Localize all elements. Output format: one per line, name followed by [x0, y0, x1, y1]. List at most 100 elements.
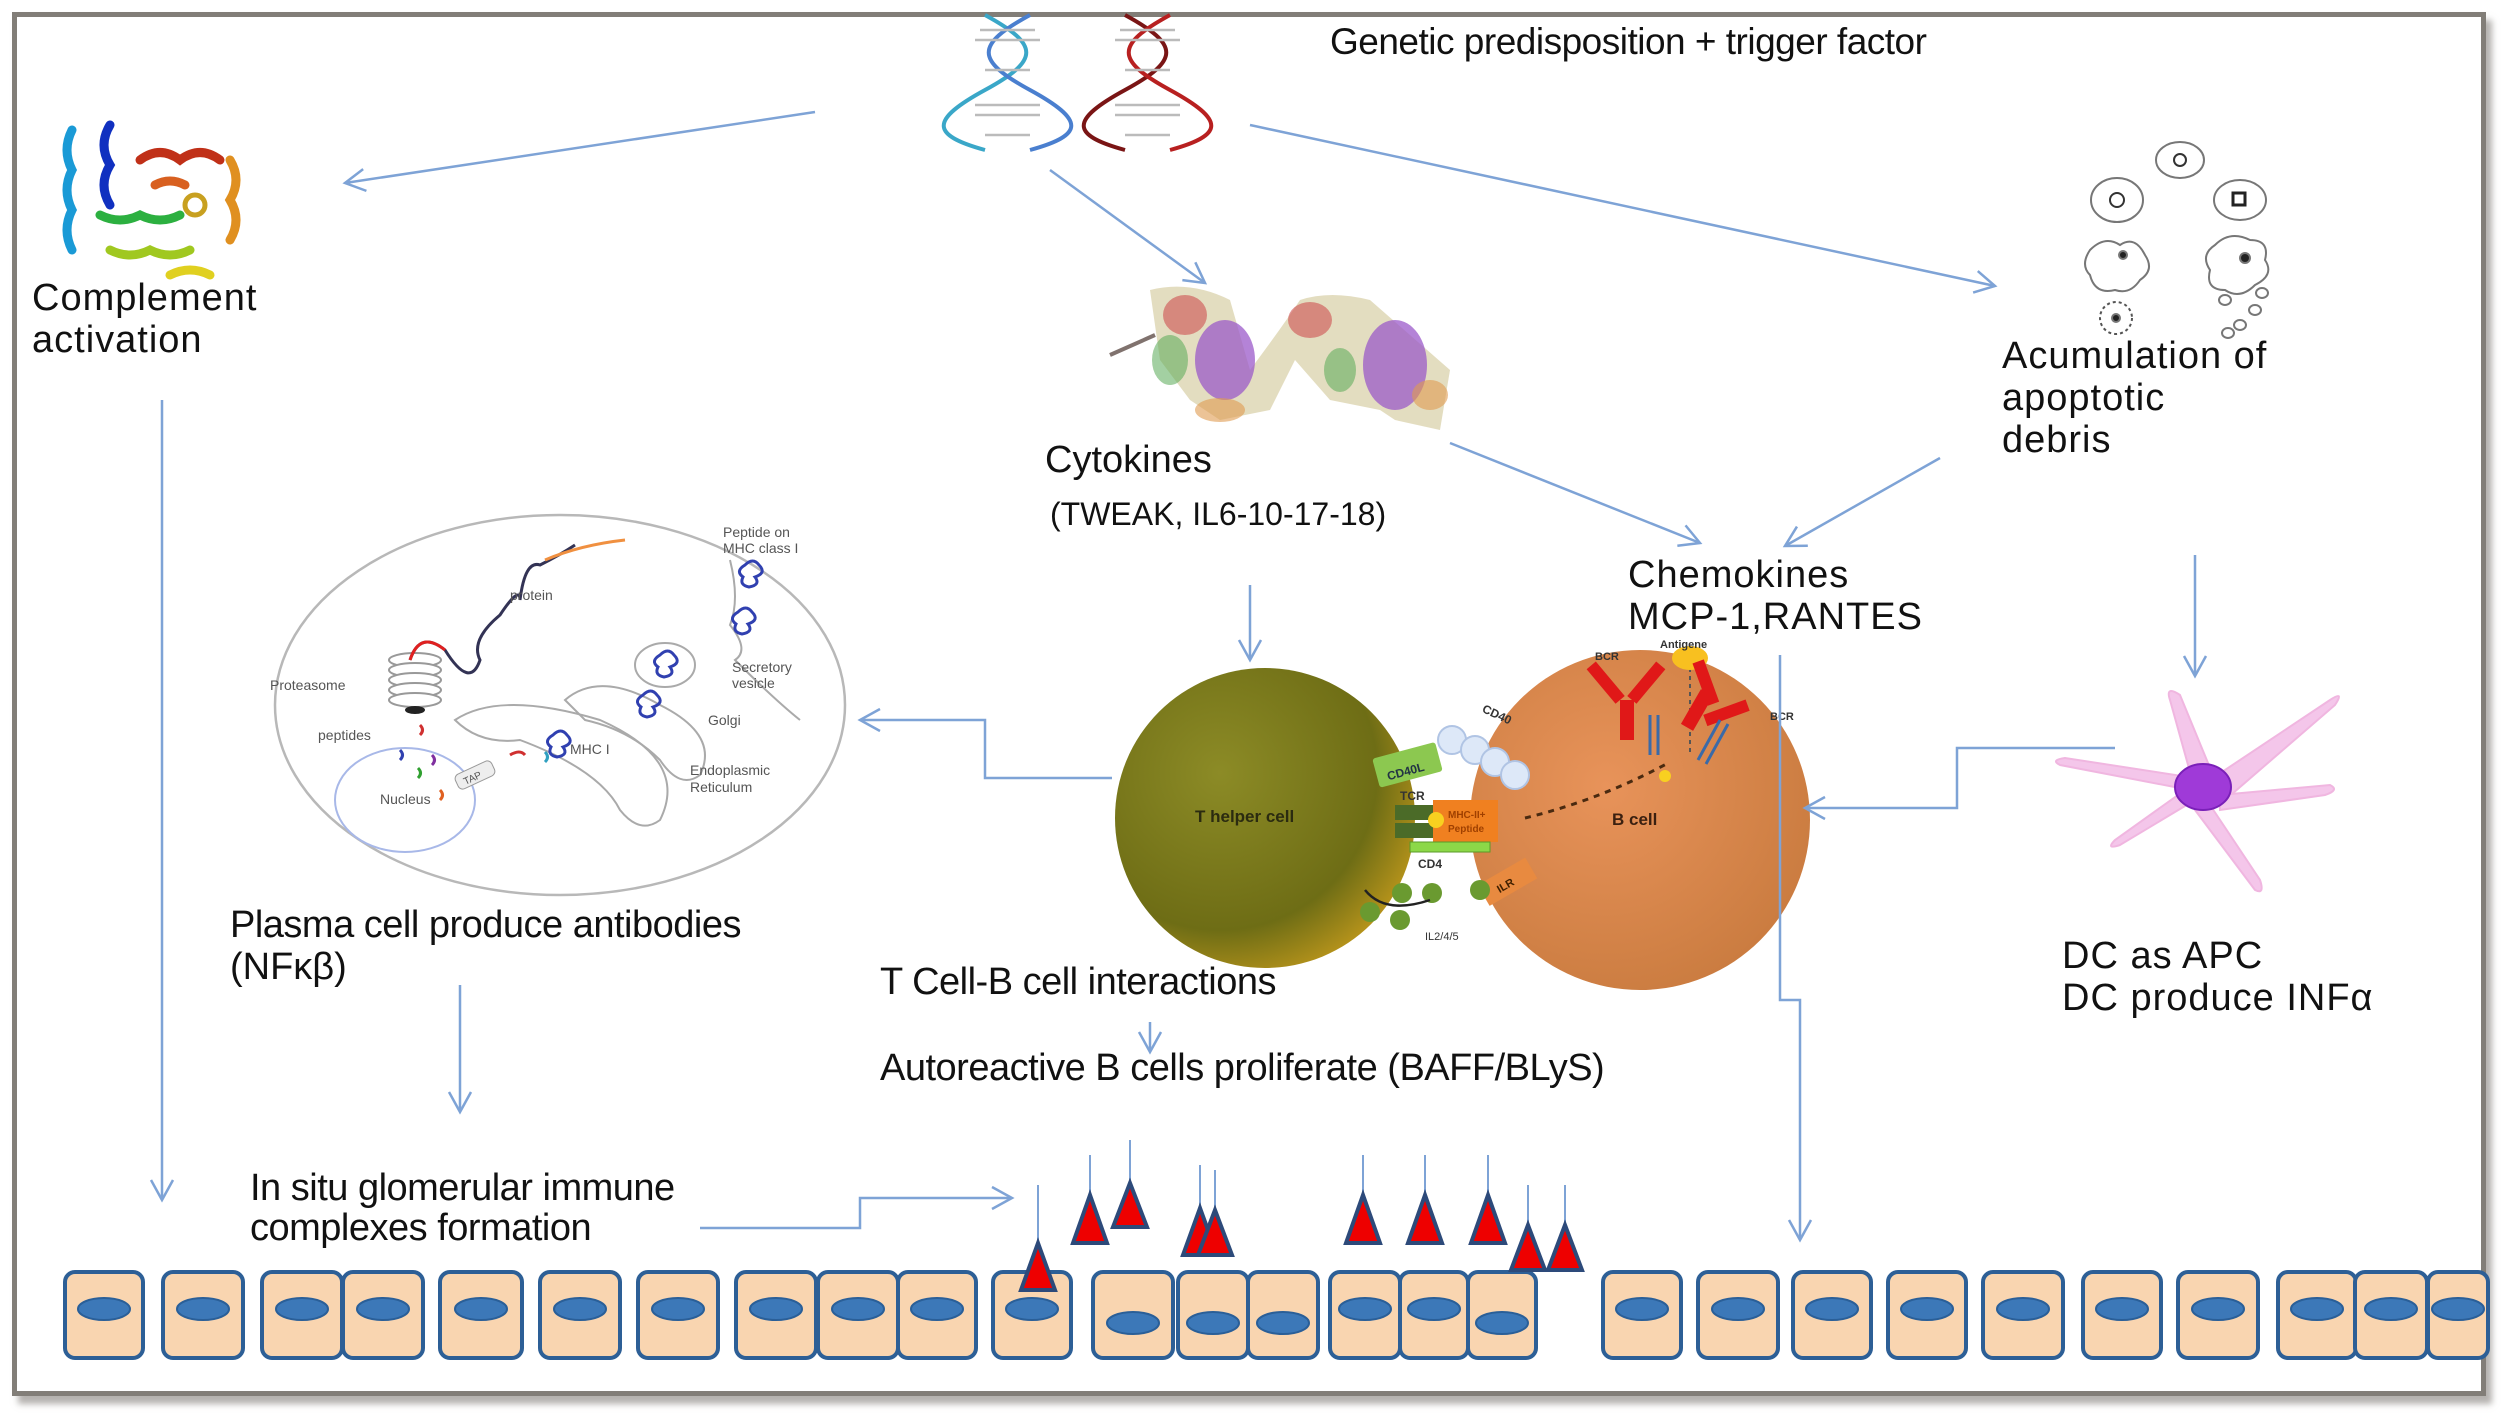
- cell-nucleus: [1338, 1297, 1392, 1321]
- immune-complex: [1508, 1219, 1548, 1272]
- b-cell-label: B cell: [1612, 810, 1657, 829]
- cell-nucleus: [2431, 1297, 2485, 1321]
- plasma-cell-diagram: [273, 513, 847, 897]
- cell-nucleus: [651, 1297, 705, 1321]
- arrow-apoptotic-to-chemokines: [1782, 456, 1941, 548]
- surface-mhc-label-1: Peptide on: [723, 524, 790, 540]
- dc-apc-label: DC as APC: [2062, 935, 2264, 977]
- apoptotic-label-1: Acumulation of: [2002, 335, 2268, 377]
- protein-label: protein: [510, 587, 553, 603]
- cell-nucleus: [1900, 1297, 1954, 1321]
- cell-nucleus: [2364, 1297, 2418, 1321]
- cell-nucleus: [749, 1297, 803, 1321]
- arrow-complexes-to-deposits: [700, 1185, 1015, 1230]
- dc-infa-label: DC produce INFα: [2062, 977, 2374, 1019]
- cytokines-list: (TWEAK, IL6-10-17-18): [1050, 496, 1387, 532]
- cell-nucleus: [910, 1297, 964, 1321]
- complement-label-2: activation: [32, 319, 203, 361]
- arrow-to-apoptotic: [1249, 123, 1998, 294]
- golgi-label: Golgi: [708, 712, 741, 728]
- cytokines-label: Cytokines: [1045, 439, 1212, 481]
- surface-mhc-label-2: MHC class I: [723, 540, 798, 556]
- arrow-to-cytokines: [1049, 168, 1208, 285]
- glomerular-epithelium: [63, 1270, 2490, 1360]
- cell-nucleus: [2290, 1297, 2344, 1321]
- tcr-label: TCR: [1400, 789, 1425, 803]
- mhc-label-1: MHC-II+: [1448, 810, 1486, 821]
- cell-nucleus: [1407, 1297, 1461, 1321]
- dendritic-cell-icon: [2055, 690, 2340, 893]
- cell-nucleus: [356, 1297, 410, 1321]
- tcr-receptor: [1395, 805, 1433, 820]
- immune-complex: [1110, 1177, 1150, 1229]
- peptides-label: peptides: [318, 727, 371, 743]
- tb-cell-diagram: [1115, 646, 1810, 990]
- immune-complex: [1018, 1237, 1058, 1292]
- proteasome-icon: [388, 652, 442, 714]
- cd4-label: CD4: [1418, 857, 1442, 871]
- immune-complexes-label-2: complexes formation: [250, 1207, 592, 1249]
- figure-title: Genetic predisposition + trigger factor: [1330, 21, 1927, 62]
- bcr-left-label: BCR: [1595, 651, 1619, 663]
- immune-complex: [1468, 1189, 1508, 1245]
- cell-nucleus: [1615, 1297, 1669, 1321]
- cell-nucleus: [1005, 1297, 1059, 1321]
- apoptotic-cells-icon: [2084, 141, 2270, 339]
- immune-complex: [1405, 1189, 1445, 1245]
- cd4-receptor: [1409, 841, 1491, 853]
- proteasome-label: Proteasome: [270, 677, 346, 693]
- plasma-cell-nfkb: (NFκβ): [230, 946, 347, 988]
- cell-nucleus: [1475, 1311, 1529, 1335]
- apoptotic-label-3: debris: [2002, 419, 2112, 461]
- cell-nucleus: [176, 1297, 230, 1321]
- cell-nucleus: [1186, 1311, 1240, 1335]
- cd40-label: CD40: [1480, 702, 1514, 728]
- cd40-receptor: [1437, 725, 1530, 790]
- cell-nucleus: [1256, 1311, 1310, 1335]
- flow-arrows: [149, 110, 2208, 1243]
- arrow-cytokines-to-chemokines: [1449, 441, 1703, 548]
- interleukin-particles: [1360, 880, 1490, 930]
- antigen-label: Antigene: [1660, 639, 1707, 651]
- dna-helix-icon: [941, 13, 1214, 152]
- cell-nucleus: [553, 1297, 607, 1321]
- cell-nucleus: [831, 1297, 885, 1321]
- cell-nucleus: [1996, 1297, 2050, 1321]
- cell-nucleus: [2095, 1297, 2149, 1321]
- cell-nucleus: [454, 1297, 508, 1321]
- cell-nucleus: [2191, 1297, 2245, 1321]
- t-helper-cell: [1115, 668, 1415, 968]
- mhc1-label: MHC I: [570, 741, 610, 757]
- t-helper-cell-label: T helper cell: [1195, 807, 1294, 826]
- bcr-right-label: BCR: [1770, 711, 1794, 723]
- vesicle-label-1: Secretory: [732, 659, 792, 675]
- mhc-label-2: Peptide: [1448, 824, 1485, 835]
- arrow-tcell-to-plasma: [857, 707, 1112, 780]
- er-label-1: Endoplasmic: [690, 762, 770, 778]
- cell-nucleus: [275, 1297, 329, 1321]
- cell-nucleus: [1805, 1297, 1859, 1321]
- arrow-to-complement: [342, 110, 816, 193]
- er-label-2: Reticulum: [690, 779, 752, 795]
- nucleus-label: Nucleus: [380, 791, 431, 807]
- immune-complex: [1545, 1219, 1585, 1272]
- chemokines-list: MCP-1,RANTES: [1628, 596, 1923, 638]
- cell-nucleus: [77, 1297, 131, 1321]
- plasma-cell-label: Plasma cell produce antibodies: [230, 904, 741, 946]
- complement-label-1: Complement: [32, 277, 258, 319]
- immune-complex: [1070, 1189, 1110, 1245]
- b-cell: [1470, 650, 1810, 990]
- ilr-receptor: [1477, 857, 1538, 906]
- chemokines-label: Chemokines: [1628, 554, 1850, 596]
- cell-nucleus: [1711, 1297, 1765, 1321]
- cytokine-molecule-icon: [1109, 286, 1450, 430]
- immune-complex-deposits: [1018, 1140, 1585, 1292]
- immune-complex: [1343, 1189, 1383, 1245]
- vesicle-label-2: vesicle: [732, 675, 775, 691]
- apoptotic-label-2: apoptotic: [2002, 377, 2166, 419]
- il-label: IL2/4/5: [1425, 931, 1459, 943]
- cd40l-receptor: [1372, 742, 1443, 788]
- arrow-dc-to-bcell: [1802, 746, 2115, 821]
- immune-complexes-label-1: In situ glomerular immune: [250, 1167, 675, 1209]
